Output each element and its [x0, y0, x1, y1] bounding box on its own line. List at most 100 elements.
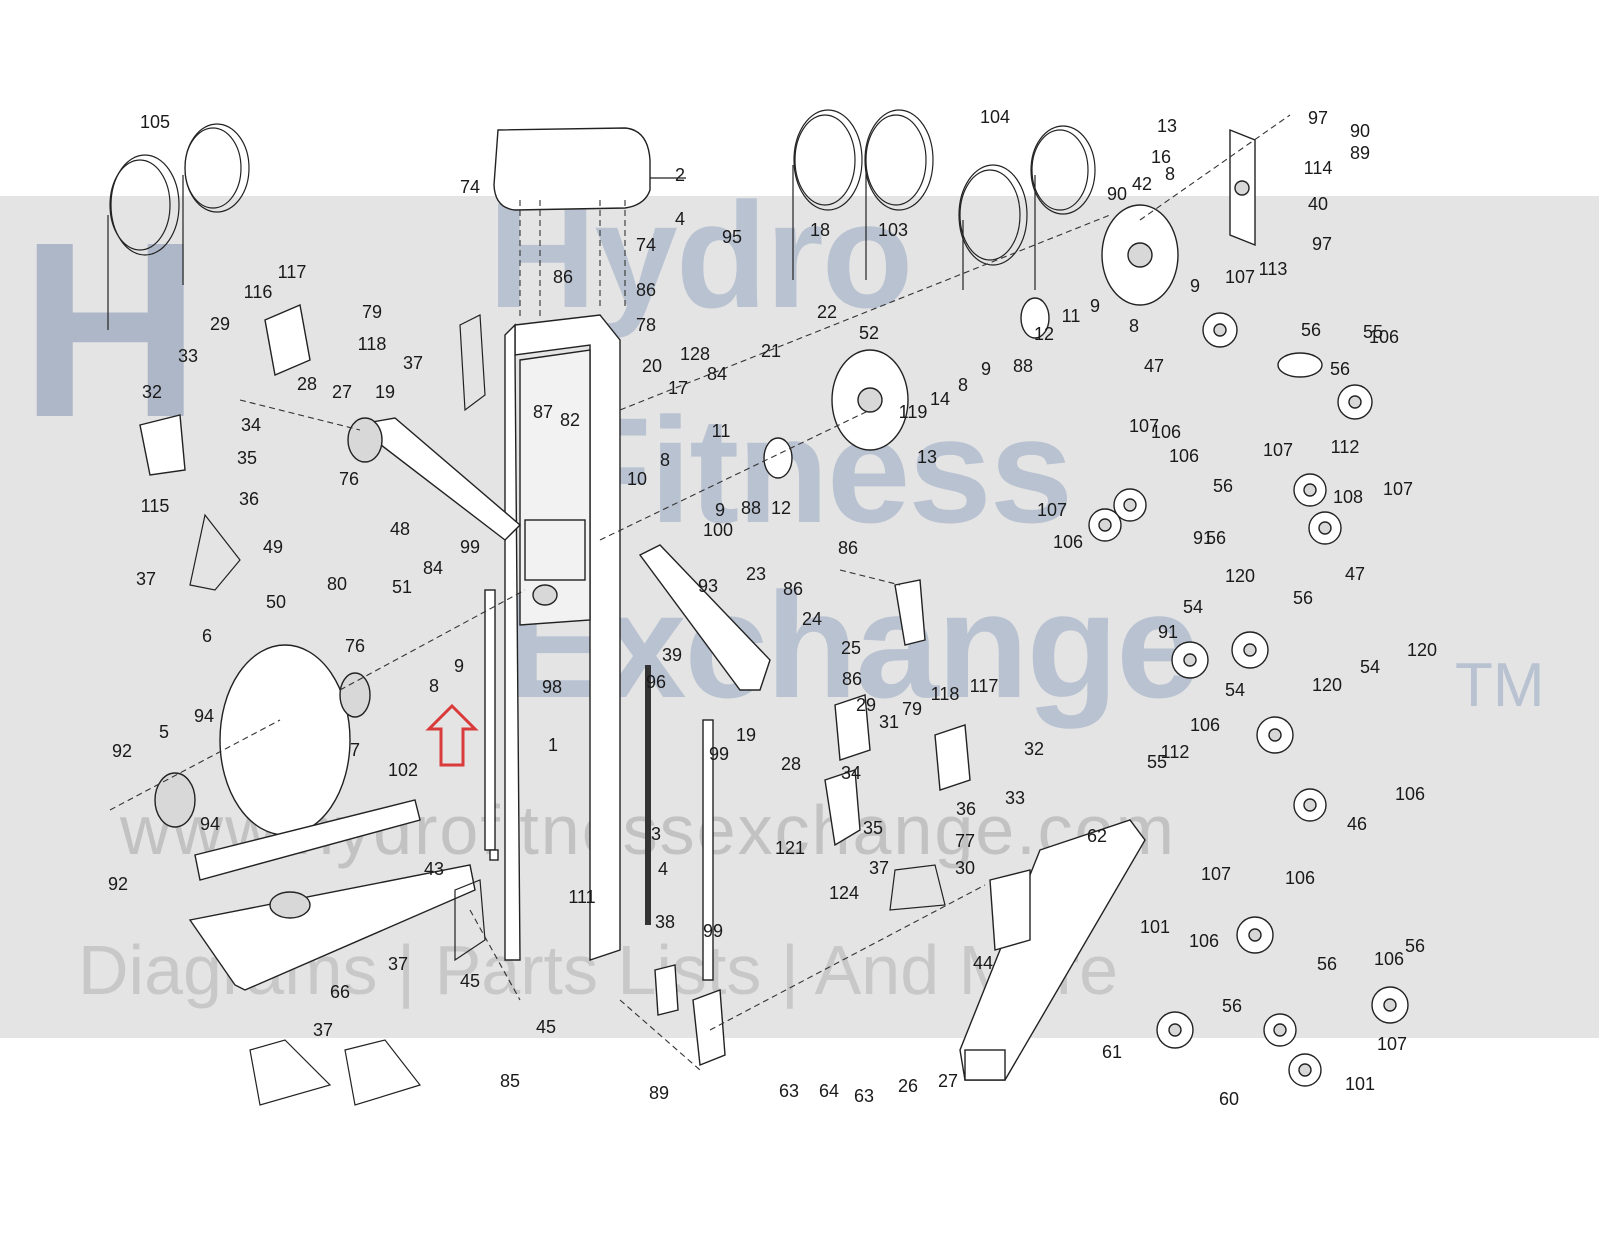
- part-label: 9: [1190, 276, 1200, 296]
- part-label: 107: [1129, 416, 1159, 436]
- part-label: 64: [819, 1081, 839, 1101]
- top-cap: [493, 127, 686, 211]
- part-label: 78: [636, 315, 656, 335]
- part-label: 79: [902, 699, 922, 719]
- part-label: 107: [1201, 864, 1231, 884]
- part-label: 47: [1144, 356, 1164, 376]
- part-label: 27: [938, 1071, 958, 1091]
- part-label: 63: [854, 1086, 874, 1106]
- part-label: 9: [981, 359, 991, 379]
- part-label: 8: [958, 375, 968, 395]
- part-label: 87: [533, 402, 553, 422]
- part-label: 45: [536, 1017, 556, 1037]
- part-label: 30: [955, 858, 975, 878]
- part-label: 43: [424, 859, 444, 879]
- part-label: 76: [345, 636, 365, 656]
- part-label: 118: [931, 684, 960, 704]
- part-label: 103: [878, 220, 908, 240]
- part-label: 90: [1107, 184, 1127, 204]
- part-label: 4: [658, 859, 668, 879]
- part-label: 112: [1331, 437, 1360, 457]
- part-label: 42: [1132, 174, 1152, 194]
- part-label: 84: [707, 364, 727, 384]
- part-label: 101: [1140, 917, 1170, 937]
- part-label: 120: [1407, 640, 1437, 660]
- part-label: 12: [1034, 324, 1054, 344]
- part-label: 18: [810, 220, 830, 240]
- part-label: 56: [1293, 588, 1313, 608]
- part-label: 13: [1157, 116, 1177, 136]
- part-label: 115: [141, 496, 170, 516]
- part-label: 22: [817, 302, 837, 322]
- watermark-exchange: Exchange: [505, 561, 1200, 729]
- part-label: 63: [779, 1081, 799, 1101]
- part-label: 99: [460, 537, 480, 557]
- part-label: 6: [202, 626, 212, 646]
- part-label: 113: [1259, 259, 1288, 279]
- part-label: 116: [244, 282, 273, 302]
- part-label: 106: [1053, 532, 1083, 552]
- part-label: 104: [980, 107, 1010, 127]
- part-label: 39: [662, 645, 682, 665]
- part-label: 52: [859, 323, 879, 343]
- part-label: 33: [178, 346, 198, 366]
- part-label: 124: [829, 883, 859, 903]
- part-label: 34: [841, 763, 861, 783]
- part-label: 19: [375, 382, 395, 402]
- part-label: 50: [266, 592, 286, 612]
- part-label: 8: [1129, 316, 1139, 336]
- watermark-trademark: TM: [1455, 651, 1545, 720]
- part-label: 107: [1225, 267, 1255, 287]
- part-label: 7: [350, 740, 360, 760]
- part-label: 16: [1151, 147, 1171, 167]
- part-label: 56: [1222, 996, 1242, 1016]
- part-label: 9: [715, 500, 725, 520]
- part-label: 106: [1285, 868, 1315, 888]
- part-label: 107: [1383, 479, 1413, 499]
- part-label: 8: [1165, 164, 1175, 184]
- part-label: 11: [712, 421, 731, 441]
- part-label: 102: [388, 760, 418, 780]
- part-label: 107: [1263, 440, 1293, 460]
- part-label: 9: [454, 656, 464, 676]
- part-label: 66: [330, 982, 350, 1002]
- part-label: 84: [423, 558, 443, 578]
- pulleys-right: [1088, 312, 1409, 1087]
- part-label: 89: [649, 1083, 669, 1103]
- part-label: 56: [1301, 320, 1321, 340]
- part-label: 86: [842, 669, 862, 689]
- part-label: 56: [1405, 936, 1425, 956]
- part-label: 37: [869, 858, 889, 878]
- part-label: 91: [1158, 622, 1178, 642]
- part-label: 5: [159, 722, 169, 742]
- assembly-lines: [109, 114, 1291, 1071]
- part-label: 28: [781, 754, 801, 774]
- part-label: 56: [1330, 359, 1350, 379]
- part-label: 106: [1369, 327, 1399, 347]
- covers: [139, 304, 971, 1066]
- part-label: 74: [460, 177, 480, 197]
- part-label: 60: [1219, 1089, 1239, 1109]
- part-label: 106: [1151, 422, 1181, 442]
- plate-16: [1229, 128, 1256, 247]
- part-label: 8: [660, 450, 670, 470]
- part-label: 121: [775, 838, 805, 858]
- cable-105: [107, 123, 250, 330]
- part-label: 61: [1102, 1042, 1122, 1062]
- part-label: 29: [210, 314, 230, 334]
- part-label: 98: [542, 677, 562, 697]
- part-label: 99: [709, 744, 729, 764]
- part-label: 89: [1350, 143, 1370, 163]
- part-label: 77: [955, 831, 975, 851]
- part-label: 55: [1363, 322, 1383, 342]
- part-label: 95: [722, 227, 742, 247]
- part-label: 97: [1308, 108, 1328, 128]
- part-label: 34: [241, 415, 261, 435]
- part-label: 82: [560, 410, 580, 430]
- part-label: 128: [680, 344, 710, 364]
- watermark-logo: H: [20, 190, 201, 469]
- highlight-arrow: [425, 703, 479, 767]
- part-label: 37: [313, 1020, 333, 1040]
- part-label: 88: [1013, 356, 1033, 376]
